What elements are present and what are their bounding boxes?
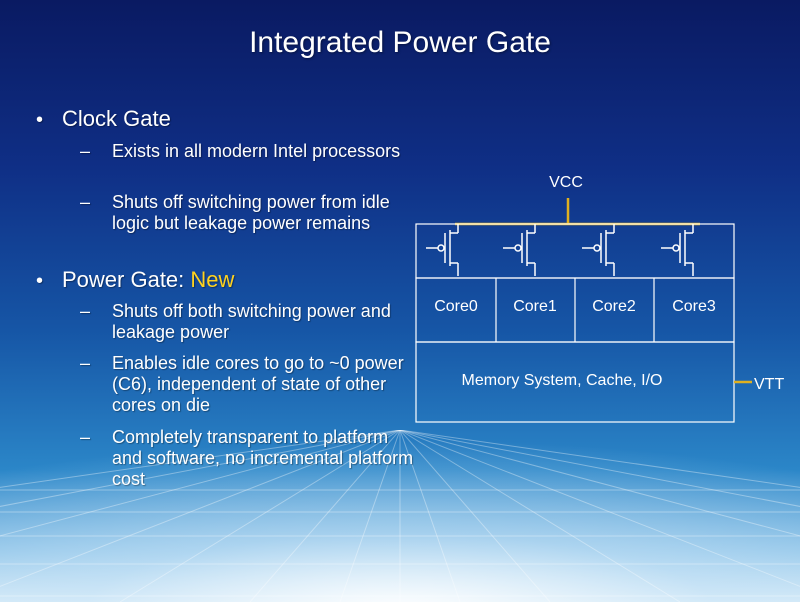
subbullet-item: – Enables idle cores to go to ~0 power (… [80,353,420,416]
vtt-label: VTT [754,376,784,393]
bullet-dot-icon: • [36,109,44,131]
subbullet-item: – Completely transparent to platform and… [80,427,420,490]
transistor-2-icon [582,224,615,276]
subbullet-text: Completely transparent to platform and s… [112,427,414,489]
subbullet-item: – Exists in all modern Intel processors [80,141,420,162]
subbullet-item: – Shuts off both switching power and lea… [80,301,420,343]
slide-title: Integrated Power Gate [249,26,551,59]
bullet-clock-gate: • Clock Gate [36,106,171,133]
subbullet-text: Enables idle cores to go to ~0 power (C6… [112,353,404,415]
subbullet-text: Shuts off switching power from idle logi… [112,192,390,233]
grid-floor-background [0,430,800,602]
core-label-3: Core3 [672,298,716,315]
core-label-2: Core2 [592,298,636,315]
bullet-power-gate: • Power Gate: New [36,267,234,294]
dash-icon: – [80,353,91,373]
power-gate-box [415,223,735,279]
new-highlight: New [190,267,235,292]
core-label-1: Core1 [513,298,557,315]
subbullet-item: – Shuts off switching power from idle lo… [80,192,420,234]
bullet-list: • Clock Gate – Exists in all modern Intel… [36,106,420,490]
bullet-label: Power Gate: [62,267,191,292]
subbullet-text: Shuts off both switching power and leaka… [112,301,391,342]
core-label-0: Core0 [434,298,478,315]
transistor-1-icon [503,224,536,276]
dash-icon: – [80,427,91,447]
dash-icon: – [80,141,91,161]
memory-label: Memory System, Cache, I/O [462,372,663,389]
vcc-label: VCC [549,174,583,191]
dash-icon: – [80,192,91,212]
dash-icon: – [80,301,91,321]
transistor-0-icon [426,224,459,276]
transistor-3-icon [661,224,694,276]
subbullet-text: Exists in all modern Intel processors [112,141,401,161]
bullet-label: Clock Gate [62,106,171,131]
bullet-dot-icon: • [36,270,44,292]
